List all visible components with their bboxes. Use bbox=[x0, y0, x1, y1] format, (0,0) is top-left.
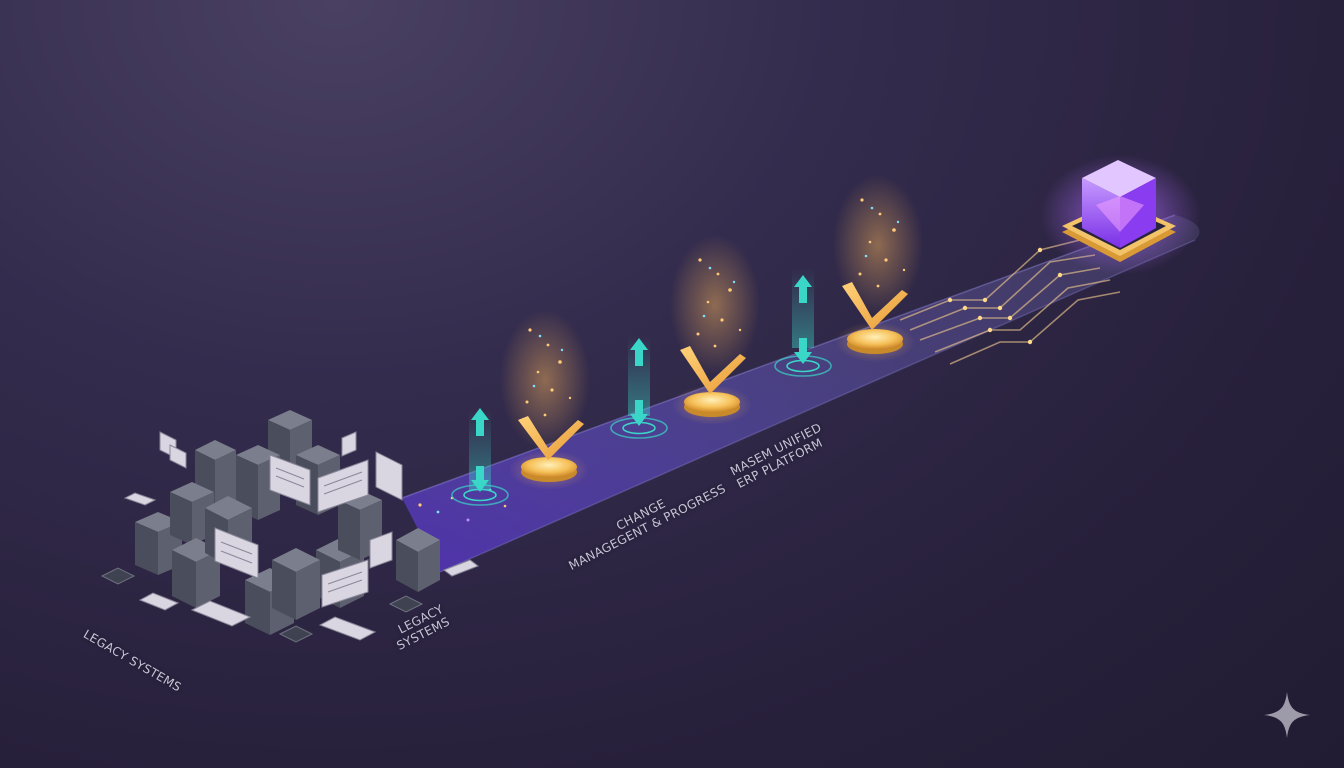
sync-beacon-1 bbox=[451, 408, 509, 506]
particle-cloud-3 bbox=[833, 175, 923, 315]
checkmark-icon bbox=[518, 416, 584, 460]
server-rack bbox=[396, 528, 440, 592]
sync-beacon-3 bbox=[774, 268, 832, 377]
sparkle-icon bbox=[1264, 692, 1310, 738]
circuit-nodes bbox=[947, 247, 1063, 345]
transformation-path bbox=[401, 214, 1200, 573]
up-arrow-icon bbox=[794, 275, 812, 303]
checkmark-icon bbox=[680, 346, 746, 394]
down-arrow-icon bbox=[794, 338, 812, 364]
down-arrow-icon bbox=[630, 400, 648, 426]
server-rack bbox=[272, 548, 320, 620]
checkmark-icon bbox=[842, 282, 908, 330]
legacy-document-window bbox=[123, 431, 480, 641]
down-arrow-icon bbox=[471, 466, 489, 492]
chip bbox=[100, 567, 424, 643]
milestone-checkmark-1 bbox=[509, 416, 589, 490]
server-rack bbox=[172, 538, 220, 608]
unified-platform bbox=[1040, 155, 1200, 275]
sync-beacon-2 bbox=[610, 336, 668, 439]
up-arrow-icon bbox=[471, 408, 489, 436]
milestone-checkmark-3 bbox=[835, 282, 915, 362]
up-arrow-icon bbox=[630, 338, 648, 366]
crystal-cube-icon bbox=[1082, 160, 1156, 248]
legacy-systems-cluster bbox=[100, 410, 480, 643]
particle-cloud-2 bbox=[670, 235, 760, 375]
milestone-checkmark-2 bbox=[672, 346, 752, 425]
particle-cloud-1 bbox=[500, 310, 590, 450]
